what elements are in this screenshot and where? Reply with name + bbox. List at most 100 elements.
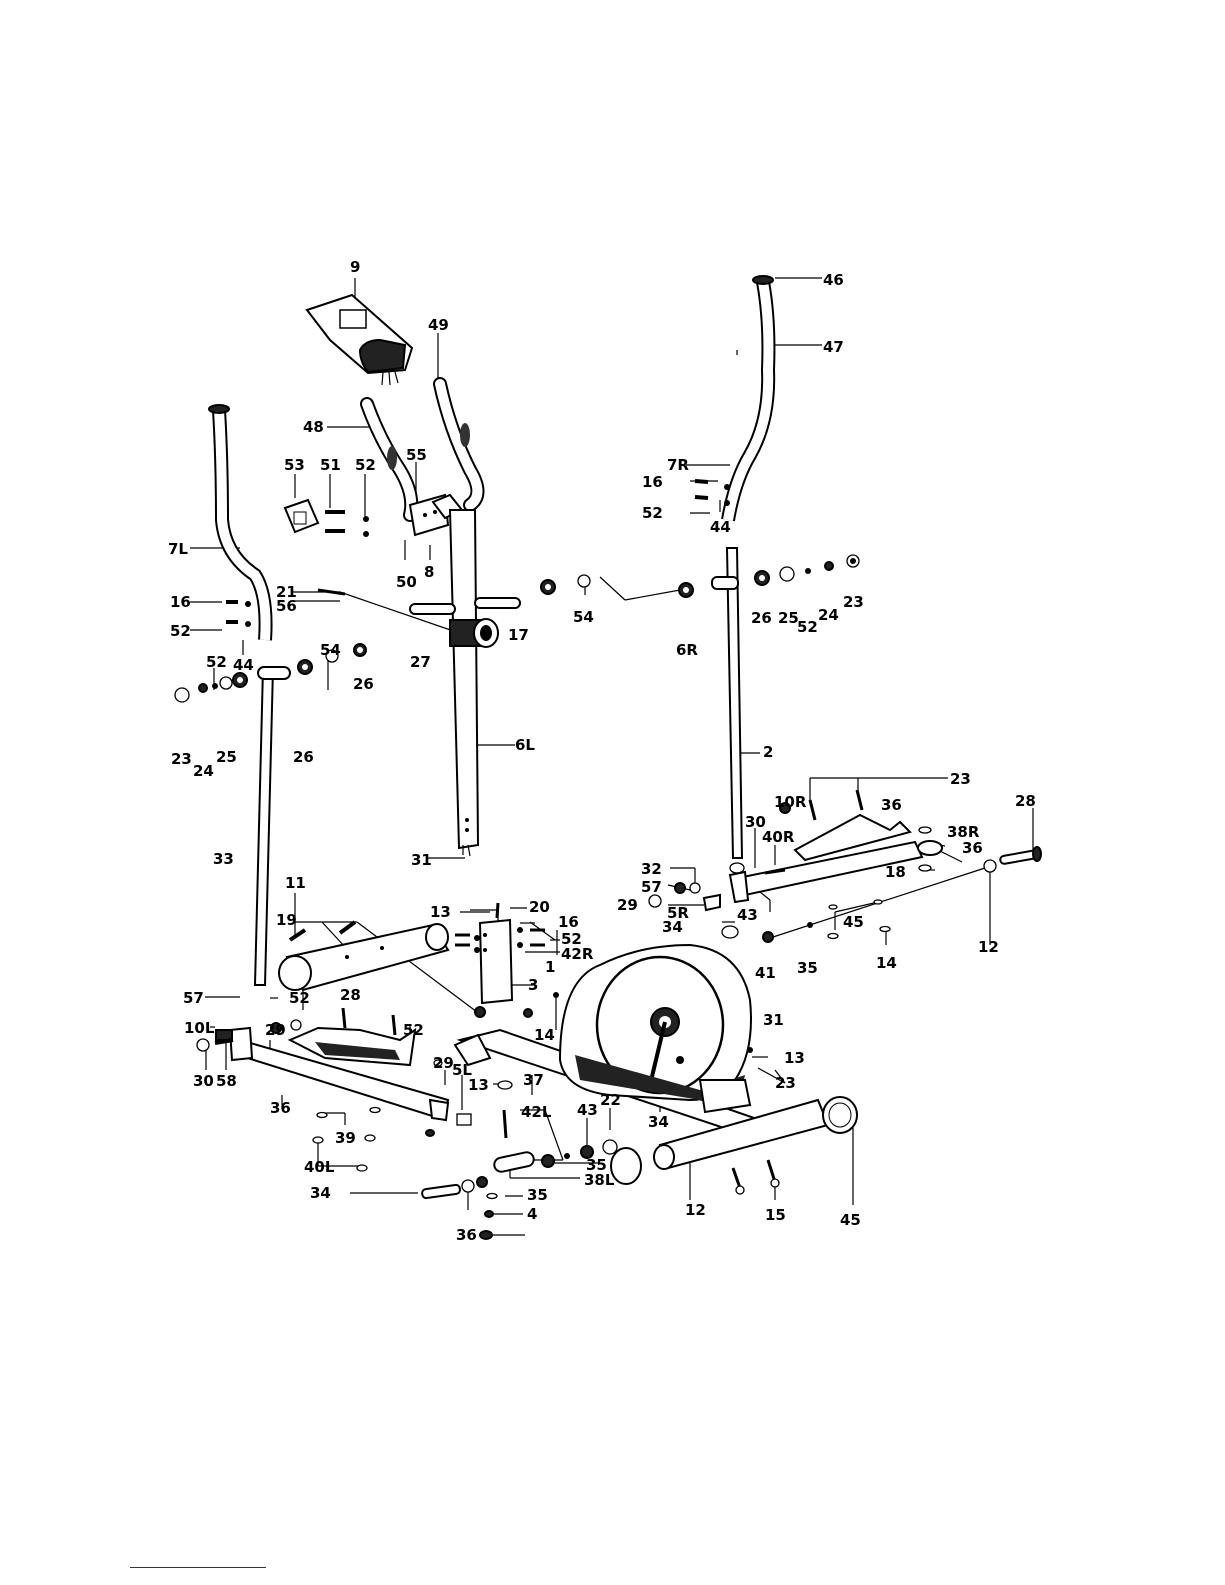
label-16: 52 (561, 930, 582, 948)
label-58: 29 (433, 1054, 454, 1072)
label-57: 52 (289, 989, 310, 1007)
label-38R: 28 (1015, 792, 1036, 810)
label-52: 14 (534, 1026, 555, 1044)
label-30: 40R (762, 828, 795, 846)
label-5R: 43 (737, 906, 758, 924)
label-16: 16 (170, 593, 191, 611)
label-1: 3 (528, 976, 538, 994)
label-52: 42R (561, 945, 594, 963)
flywheel-housing (558, 943, 753, 1114)
label-13: 16 (558, 913, 579, 931)
label-26: 26 (293, 748, 314, 766)
footer-link-underline[interactable] (130, 1567, 266, 1568)
label-52: 52 (170, 622, 191, 640)
label-28: 30 (745, 813, 766, 831)
label-46: 46 (823, 271, 844, 289)
label-18: 31 (411, 851, 432, 869)
label-53: 53 (284, 456, 305, 474)
tension-knob (449, 618, 499, 648)
label-24: 24 (193, 762, 214, 780)
rear-stabilizer (278, 923, 450, 992)
label-29: 10L (184, 1019, 215, 1037)
label-25: 25 (778, 609, 799, 627)
label-12: 11 (285, 874, 306, 892)
label-3: 28 (340, 986, 361, 1004)
label-52: 52 (355, 456, 376, 474)
label-54: 54 (320, 641, 341, 659)
label-42R: 41 (755, 964, 776, 982)
bolts-51 (325, 510, 369, 537)
label-56: 56 (276, 597, 297, 615)
label-47: 47 (823, 338, 844, 356)
label-29: 5R (667, 904, 689, 922)
arm-screws (226, 479, 709, 624)
upper-arm-right (721, 275, 776, 522)
label-23: 10R (774, 793, 807, 811)
bushings-upper (174, 554, 860, 703)
label-13: 23 (775, 1074, 796, 1092)
bolts-11 (288, 920, 357, 942)
label-14: 31 (763, 1011, 784, 1029)
label-34: 35 (527, 1186, 548, 1204)
label-42L: 43 (577, 1101, 598, 1119)
label-45: 12 (978, 938, 999, 956)
label-7R: 7R (667, 456, 689, 474)
label-40R: 36 (962, 839, 983, 857)
label-6R: 2 (763, 743, 773, 761)
label-4: 12 (685, 1201, 706, 1219)
label-27: 27 (410, 653, 431, 671)
label-30: 58 (216, 1072, 237, 1090)
label-51: 51 (320, 456, 341, 474)
label-50: 50 (396, 573, 417, 591)
label-34: 39 (335, 1129, 356, 1147)
label-6L: 33 (213, 850, 234, 868)
label-2: 6L (515, 736, 535, 754)
lower-arm-left (253, 666, 291, 986)
label-26: 6R (676, 641, 698, 659)
label-17: 17 (508, 626, 529, 644)
label-22: 34 (648, 1113, 669, 1131)
label-52: 52 (206, 653, 227, 671)
label-23: 23 (171, 750, 192, 768)
label-25: 25 (216, 748, 237, 766)
label-28: 57 (183, 989, 204, 1007)
pedal-arm-right (648, 789, 943, 939)
label-57: 29 (617, 896, 638, 914)
label-45: 36 (456, 1226, 477, 1244)
label-5L: 36 (270, 1099, 291, 1117)
label-13: 37 (523, 1071, 544, 1089)
label-21: 21 (276, 583, 297, 601)
label-35: 4 (527, 1205, 537, 1223)
label-19: 20 (529, 898, 550, 916)
label-8: 8 (424, 563, 434, 581)
part-labels: 9 49 46 47 48 53 51 52 55 7R 16 52 44 7L… (168, 258, 1036, 1244)
label-31: 32 (641, 860, 662, 878)
crank-right (762, 846, 1042, 943)
lower-arm-right (711, 547, 745, 874)
label-11: 19 (276, 911, 297, 929)
label-43: 22 (600, 1091, 621, 1109)
label-29: 5L (452, 1061, 472, 1079)
label-35: 40L (304, 1158, 335, 1176)
handlebar (360, 377, 485, 537)
label-43: 34 (662, 918, 683, 936)
label-34: 45 (843, 913, 864, 931)
label-26: 26 (353, 675, 374, 693)
bracket-53 (283, 498, 320, 534)
label-38L: 34 (310, 1184, 331, 1202)
label-24: 24 (818, 606, 839, 624)
label-10R: 36 (881, 796, 902, 814)
label-52: 52 (642, 504, 663, 522)
label-44: 44 (710, 518, 731, 536)
pedal-arm-left (196, 1007, 513, 1172)
label-49: 49 (428, 316, 449, 334)
axle-27 (409, 597, 521, 615)
label-35: 14 (876, 954, 897, 972)
front-stabilizer (610, 1096, 858, 1195)
label-39: 35 (586, 1156, 607, 1174)
label-37: 42L (521, 1103, 552, 1121)
label-23: 23 (843, 593, 864, 611)
label-10L: 52 (403, 1021, 424, 1039)
label-48: 48 (303, 418, 324, 436)
